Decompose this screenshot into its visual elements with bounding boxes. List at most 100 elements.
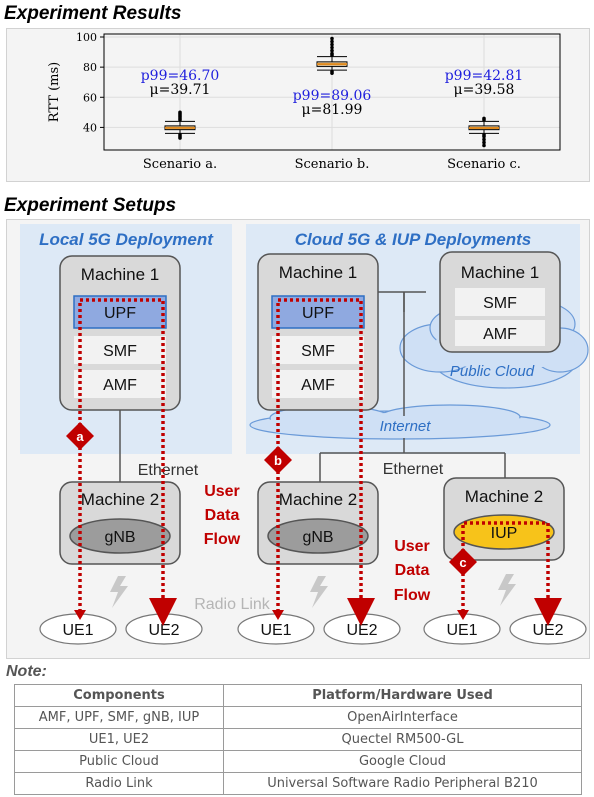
local-machine1-label: Machine 1 bbox=[81, 265, 159, 284]
table-header-row: Components Platform/Hardware Used bbox=[14, 684, 582, 707]
cloud-machine1-label: Machine 1 bbox=[279, 263, 357, 282]
cloud-title: Cloud 5G & IUP Deployments bbox=[295, 230, 531, 249]
y-tick-label: 80 bbox=[83, 61, 97, 74]
marker-a: a bbox=[66, 422, 94, 450]
svg-text:User: User bbox=[394, 538, 430, 555]
local-machine1: Machine 1 UPF SMF AMF bbox=[59, 255, 181, 411]
outlier-point bbox=[482, 116, 486, 121]
note-title: Note: bbox=[6, 663, 47, 680]
user-data-flow-label-2: User Data Flow bbox=[394, 538, 431, 604]
table-cell: AMF, UPF, SMF, gNB, IUP bbox=[14, 706, 224, 729]
svg-text:Data: Data bbox=[205, 507, 240, 524]
radio-lightning-icons bbox=[110, 574, 516, 608]
header-platform: Platform/Hardware Used bbox=[223, 684, 582, 707]
ethernet-label-local: Ethernet bbox=[138, 462, 199, 479]
iup-ue1: UE1 bbox=[446, 622, 477, 639]
svg-text:Flow: Flow bbox=[394, 587, 431, 604]
table-cell: Universal Software Radio Peripheral B210 bbox=[223, 772, 582, 795]
cloud-ue1: UE1 bbox=[260, 622, 291, 639]
setups-title: Experiment Setups bbox=[4, 195, 177, 216]
flow-arrowheads bbox=[74, 610, 469, 620]
p99-annotation: p99=46.70 bbox=[141, 68, 220, 84]
outlier-point bbox=[330, 45, 334, 50]
components-table: Components Platform/Hardware Used AMF, U… bbox=[14, 684, 582, 795]
x-tick-label: Scenario c. bbox=[447, 157, 521, 172]
iup-machine2-label: Machine 2 bbox=[465, 487, 543, 506]
ethernet-label-cloud: Ethernet bbox=[383, 461, 444, 478]
local-ue1: UE1 bbox=[62, 622, 93, 639]
y-axis-label: RTT (ms) bbox=[47, 62, 62, 122]
ue-nodes: UE1 UE2 UE1 UE2 UE1 UE2 bbox=[39, 613, 587, 645]
table-cell: Radio Link bbox=[14, 772, 224, 795]
svg-text:a: a bbox=[76, 429, 84, 444]
outlier-point bbox=[178, 110, 182, 115]
deployment-diagram: Local 5G Deployment Cloud 5G & IUP Deplo… bbox=[20, 224, 589, 645]
public-amf-label: AMF bbox=[483, 326, 517, 343]
table-cell: Public Cloud bbox=[14, 750, 224, 773]
svg-text:Flow: Flow bbox=[204, 531, 241, 548]
x-tick-label: Scenario b. bbox=[295, 157, 370, 172]
cloud-machine2: Machine 2 gNB bbox=[257, 481, 379, 565]
outlier-point bbox=[178, 133, 182, 137]
outlier-point bbox=[330, 39, 334, 44]
outlier-point bbox=[482, 137, 486, 142]
svg-text:b: b bbox=[274, 453, 282, 468]
svg-text:User: User bbox=[204, 483, 240, 500]
local-smf-label: SMF bbox=[103, 343, 137, 360]
x-tick-label: Scenario a. bbox=[143, 157, 217, 172]
mean-annotation: μ=39.58 bbox=[454, 82, 515, 98]
outlier-point bbox=[482, 140, 486, 145]
iup-label: IUP bbox=[491, 525, 518, 542]
cloud-ue2: UE2 bbox=[346, 622, 377, 639]
cloud-smf-label: SMF bbox=[301, 343, 335, 360]
header-components: Components bbox=[14, 684, 224, 707]
cloud-amf-label: AMF bbox=[301, 377, 335, 394]
iup-ue2: UE2 bbox=[532, 622, 563, 639]
public-smf-label: SMF bbox=[483, 295, 517, 312]
results-panel bbox=[6, 28, 590, 182]
public-machine1-label: Machine 1 bbox=[461, 263, 539, 282]
public-machine1: Machine 1 SMF AMF bbox=[439, 251, 561, 353]
table-cell: Google Cloud bbox=[223, 750, 582, 773]
local-amf-label: AMF bbox=[103, 377, 137, 394]
mean-annotation: μ=39.71 bbox=[150, 82, 211, 98]
internet-label: Internet bbox=[380, 418, 432, 435]
marker-c: c bbox=[449, 548, 477, 576]
iup-machine2: Machine 2 IUP bbox=[443, 477, 565, 561]
cloud-gnb-label: gNB bbox=[302, 529, 333, 546]
local-gnb-label: gNB bbox=[104, 529, 135, 546]
outlier-point bbox=[330, 69, 334, 74]
radio-link-label: Radio Link bbox=[194, 596, 271, 613]
y-tick-label: 100 bbox=[76, 31, 97, 44]
local-ue2: UE2 bbox=[148, 622, 179, 639]
network-links bbox=[119, 291, 506, 482]
marker-b: b bbox=[264, 446, 292, 474]
p99-annotation: p99=89.06 bbox=[293, 88, 372, 104]
y-tick-label: 40 bbox=[83, 121, 97, 134]
table-cell: UE1, UE2 bbox=[14, 728, 224, 751]
cloud-upf-label: UPF bbox=[302, 305, 334, 322]
results-title: Experiment Results bbox=[4, 3, 182, 24]
svg-text:c: c bbox=[459, 555, 466, 570]
cloud-machine2-label: Machine 2 bbox=[279, 490, 357, 509]
user-data-flow-label-1: User Data Flow bbox=[204, 483, 241, 548]
outlier-point bbox=[482, 143, 486, 148]
p99-annotation: p99=42.81 bbox=[445, 68, 524, 84]
plot-frame bbox=[103, 33, 561, 151]
cloud-machine1: Machine 1 UPF SMF AMF bbox=[257, 253, 379, 411]
svg-text:Data: Data bbox=[395, 562, 430, 579]
local-upf-label: UPF bbox=[104, 305, 136, 322]
outlier-point bbox=[330, 36, 334, 41]
local-title: Local 5G Deployment bbox=[39, 230, 214, 249]
local-machine2: Machine 2 gNB bbox=[59, 481, 181, 565]
table-cell: OpenAirInterface bbox=[223, 706, 582, 729]
mean-annotation: μ=81.99 bbox=[302, 102, 363, 118]
outlier-point bbox=[482, 133, 486, 137]
outlier-point bbox=[330, 42, 334, 47]
table-cell: Quectel RM500-GL bbox=[223, 728, 582, 751]
public-cloud-label: Public Cloud bbox=[450, 363, 535, 380]
